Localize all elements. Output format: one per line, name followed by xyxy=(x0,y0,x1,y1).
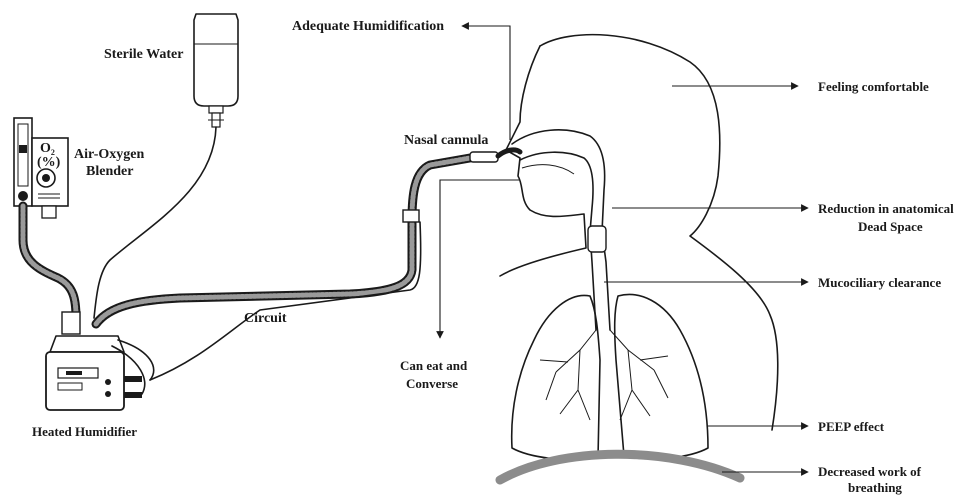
circuit-connector xyxy=(403,210,419,222)
label-peep: PEEP effect xyxy=(818,419,885,434)
blender-hose-inner xyxy=(23,206,76,318)
label-decreased-work-2: breathing xyxy=(848,480,902,495)
label-decreased-work-1: Decreased work of xyxy=(818,464,922,479)
label-mucociliary: Mucociliary clearance xyxy=(818,275,941,290)
percent-label: (%) xyxy=(37,155,61,170)
face-profile xyxy=(500,46,586,276)
label-reduction-dead-space-2: Dead Space xyxy=(858,219,923,234)
nasal-cannula xyxy=(470,150,520,162)
label-converse: Converse xyxy=(406,376,458,391)
label-reduction-dead-space-1: Reduction in anatomical xyxy=(818,201,954,216)
label-nasal-cannula: Nasal cannula xyxy=(404,133,488,148)
tongue xyxy=(522,165,574,174)
heated-humidifier xyxy=(46,312,154,410)
label-can-eat: Can eat and xyxy=(400,358,468,373)
can-eat-arrow xyxy=(440,180,520,338)
label-air-oxygen: Air-Oxygen xyxy=(74,147,144,162)
head-silhouette xyxy=(540,35,778,430)
oral-airway xyxy=(520,152,593,232)
label-circuit: Circuit xyxy=(244,311,287,326)
label-heated-humidifier: Heated Humidifier xyxy=(32,424,137,439)
label-adequate-humidification: Adequate Humidification xyxy=(292,19,444,34)
diaphragm xyxy=(500,454,740,480)
sterile-water-bag xyxy=(194,14,238,127)
label-blender: Blender xyxy=(86,164,133,179)
adequate-humidification-arrow xyxy=(462,26,510,140)
trachea xyxy=(588,226,610,330)
label-sterile-water: Sterile Water xyxy=(104,47,183,62)
label-feeling-comfortable: Feeling comfortable xyxy=(818,79,929,94)
